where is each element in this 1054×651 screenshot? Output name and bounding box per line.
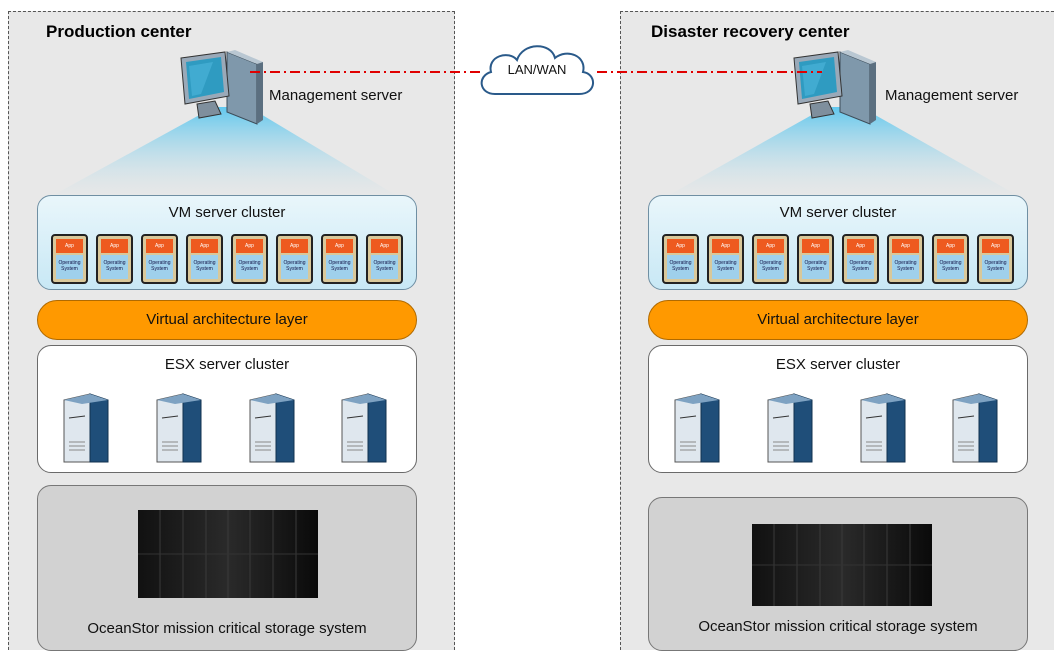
storage-system-panel: OceanStor mission critical storage syste… (648, 497, 1028, 651)
tower-server-icon (674, 393, 720, 463)
management-server-icon (180, 50, 263, 125)
tower-server-icon (860, 393, 906, 463)
esx-server-cluster: ESX server cluster (648, 345, 1028, 473)
network-link-right (597, 71, 822, 73)
storage-system-panel: OceanStor mission critical storage syste… (37, 485, 417, 651)
storage-system-label: OceanStor mission critical storage syste… (87, 620, 367, 637)
network-label: LAN/WAN (507, 62, 567, 77)
management-server-icon (793, 50, 876, 125)
disaster-recovery-center-panel: Disaster recovery center Management serv… (620, 11, 1054, 651)
production-center-panel: Production center Management server VM s… (8, 11, 455, 651)
cloud-icon (480, 45, 594, 95)
tower-server-icon (341, 393, 387, 463)
esx-cluster-title: ESX server cluster (164, 356, 290, 373)
management-server-label: Management server (269, 87, 403, 104)
storage-rack-icon (752, 524, 932, 606)
esx-cluster-title: ESX server cluster (775, 356, 901, 373)
management-server-label: Management server (885, 87, 1019, 104)
tower-server-icon (952, 393, 998, 463)
site-title: Disaster recovery center (651, 22, 850, 41)
vm-cluster-title: VM server cluster (168, 204, 286, 221)
storage-rack-icon (138, 510, 318, 598)
esx-server-cluster: ESX server cluster (37, 345, 417, 473)
vm-cluster-title: VM server cluster (779, 204, 897, 221)
tower-server-icon (156, 393, 202, 463)
storage-system-label: OceanStor mission critical storage syste… (698, 618, 978, 635)
tower-server-icon (767, 393, 813, 463)
virtual-architecture-layer: Virtual architecture layer (648, 300, 1028, 340)
network-link-left (250, 71, 480, 73)
virtual-architecture-layer: Virtual architecture layer (37, 300, 417, 340)
tower-server-icon (63, 393, 109, 463)
tower-server-icon (249, 393, 295, 463)
site-title: Production center (46, 22, 192, 41)
